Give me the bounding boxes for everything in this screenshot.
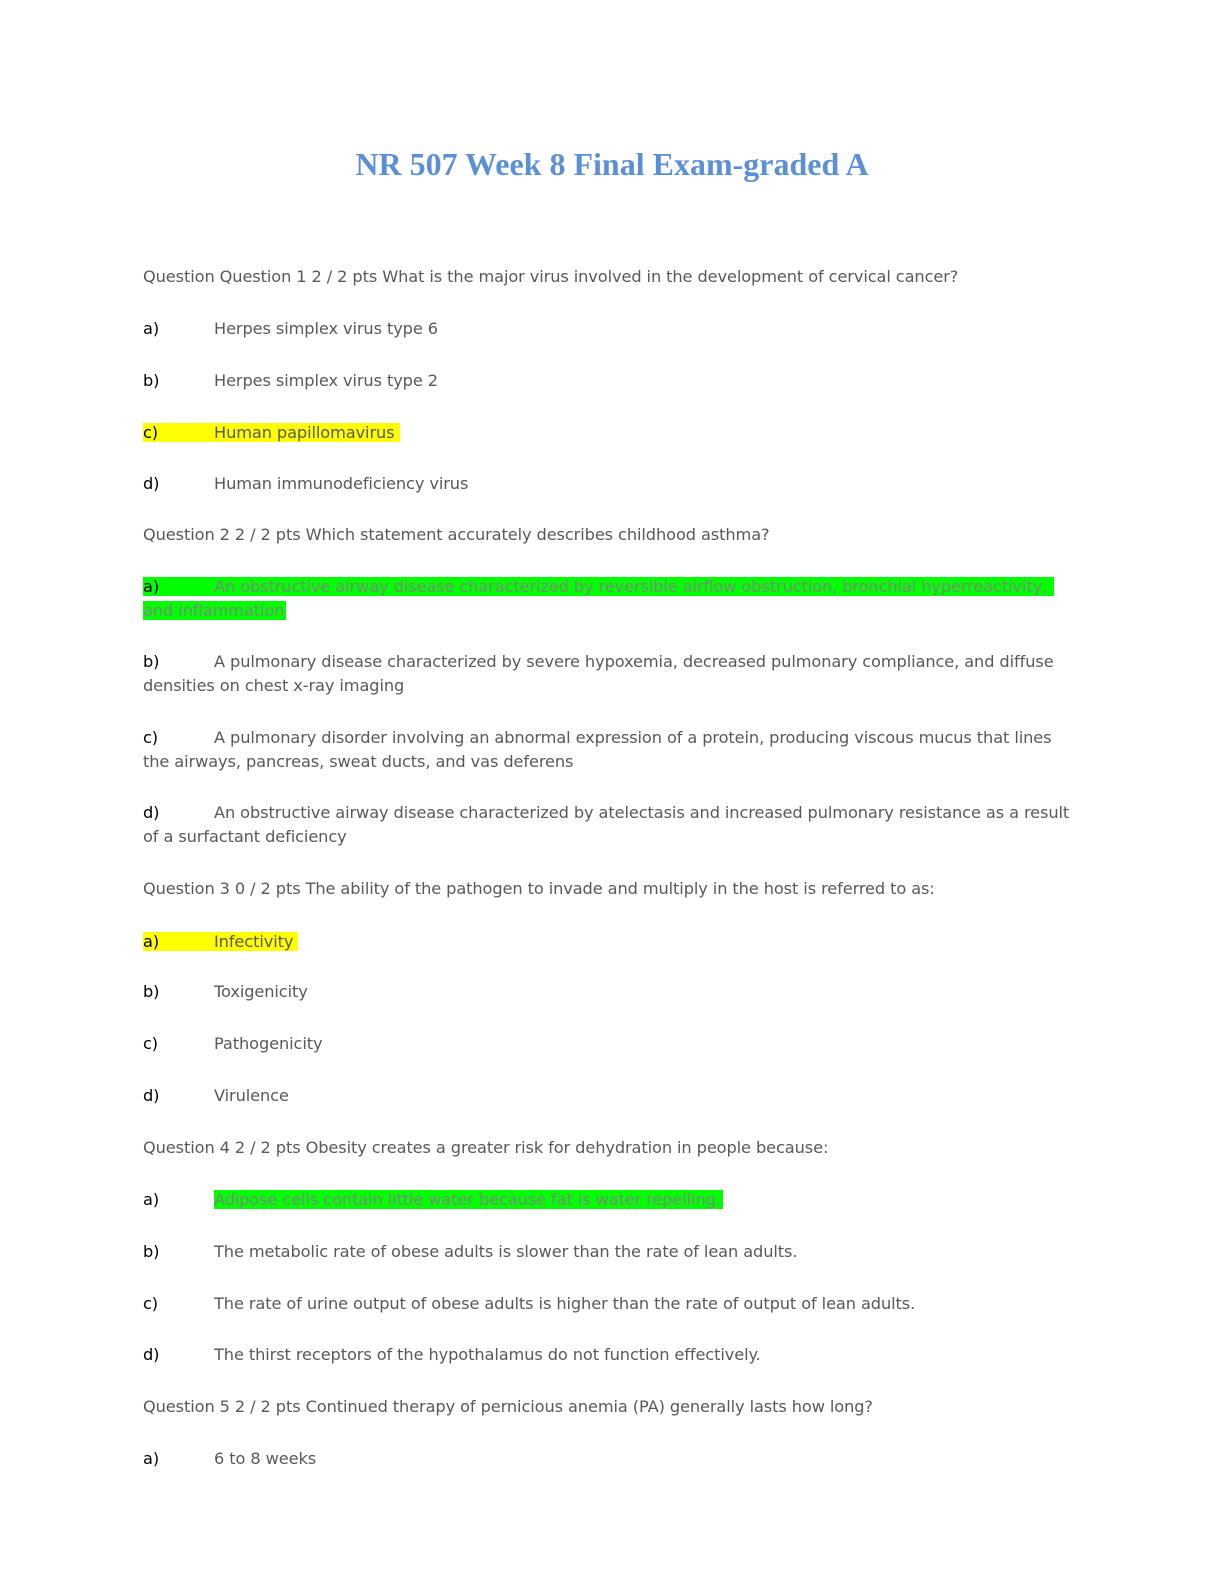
option-letter: d) [143, 1345, 160, 1364]
question-1-option-b: b) Herpes simplex virus type 2 [143, 369, 1063, 393]
option-letter: d) [143, 1086, 160, 1105]
option-letter: b) [143, 371, 160, 390]
question-2-option-c: c) A pulmonary disorder involving an abno… [143, 726, 1063, 750]
option-letter: d) [143, 474, 160, 493]
option-letter: a) [143, 932, 160, 951]
option-letter: a) [143, 577, 160, 596]
option-text: 6 to 8 weeks [214, 1449, 317, 1468]
option-text: The rate of urine output of obese adults… [214, 1294, 916, 1313]
question-4-text: Question 4 2 / 2 pts Obesity creates a g… [143, 1138, 829, 1157]
option-letter: d) [143, 803, 160, 822]
question-4-option-c: c) The rate of urine output of obese adul… [143, 1292, 1063, 1316]
option-text: An obstructive airway disease characteri… [214, 577, 1048, 596]
question-2-option-b-cont: densities on chest x-ray imaging [143, 676, 405, 695]
option-letter: c) [143, 1294, 159, 1313]
question-4-option-a-highlighted: a) Adipose cells contain little water bec… [143, 1188, 1063, 1212]
green-highlight: Adipose cells contain little water becau… [214, 1190, 723, 1209]
question-2-option-a-cont: and inflammation [143, 599, 1063, 623]
question-1-option-d: d) Human immunodeficiency virus [143, 472, 1063, 496]
question-2-option-a-highlighted: a) An obstructive airway disease characte… [143, 575, 1063, 599]
option-text: A pulmonary disease characterized by sev… [214, 652, 1054, 671]
option-letter: b) [143, 652, 160, 671]
option-text: Herpes simplex virus type 2 [214, 371, 438, 390]
option-text: The metabolic rate of obese adults is sl… [214, 1242, 798, 1261]
option-letter: c) [143, 423, 159, 442]
question-4-option-d: d) The thirst receptors of the hypothalam… [143, 1343, 1063, 1367]
option-text: Toxigenicity [214, 982, 308, 1001]
document-title: NR 507 Week 8 Final Exam-graded A [355, 146, 869, 182]
question-2-option-d: d) An obstructive airway disease characte… [143, 801, 1069, 825]
question-2-option-b: b) A pulmonary disease characterized by s… [143, 650, 1063, 674]
option-text: The thirst receptors of the hypothalamus… [214, 1345, 761, 1364]
option-text: Infectivity [214, 932, 294, 951]
question-2-option-c-cont: the airways, pancreas, sweat ducts, and … [143, 752, 574, 771]
question-4-option-b: b) The metabolic rate of obese adults is … [143, 1240, 1063, 1264]
option-text: Herpes simplex virus type 6 [214, 319, 438, 338]
question-3-option-a-highlighted: a) Infectivity [143, 930, 1063, 954]
green-highlight: a) An obstructive airway disease characte… [143, 577, 1055, 596]
yellow-highlight: c) Human papillomavirus [143, 423, 400, 442]
option-text: A pulmonary disorder involving an abnorm… [214, 728, 1052, 747]
option-letter: a) [143, 1449, 160, 1468]
question-2-text: Question 2 2 / 2 pts Which statement acc… [143, 525, 770, 544]
option-letter: b) [143, 1242, 160, 1261]
option-letter: a) [143, 319, 160, 338]
question-3-option-c: c) Pathogenicity [143, 1032, 1063, 1056]
question-1-option-c-highlighted: c) Human papillomavirus [143, 421, 1063, 445]
question-1-option-a: a) Herpes simplex virus type 6 [143, 317, 1063, 341]
option-letter: c) [143, 1034, 159, 1053]
yellow-highlight: a) Infectivity [143, 932, 299, 951]
question-3-option-d: d) Virulence [143, 1084, 1063, 1108]
option-letter: a) [143, 1190, 160, 1209]
question-5-text: Question 5 2 / 2 pts Continued therapy o… [143, 1397, 873, 1416]
question-3-option-b: b) Toxigenicity [143, 980, 1063, 1004]
option-text: Human papillomavirus [214, 423, 395, 442]
question-2-option-d-cont: of a surfactant deficiency [143, 827, 347, 846]
option-text: An obstructive airway disease characteri… [214, 803, 1070, 822]
option-letter: c) [143, 728, 159, 747]
option-text: Pathogenicity [214, 1034, 323, 1053]
option-text: Human immunodeficiency virus [214, 474, 469, 493]
question-1-text: Question Question 1 2 / 2 pts What is th… [143, 267, 959, 286]
option-letter: b) [143, 982, 160, 1001]
green-highlight: and inflammation [143, 601, 287, 620]
question-5-option-a: a) 6 to 8 weeks [143, 1447, 1063, 1471]
option-text: Virulence [214, 1086, 289, 1105]
question-3-text: Question 3 0 / 2 pts The ability of the … [143, 879, 935, 898]
